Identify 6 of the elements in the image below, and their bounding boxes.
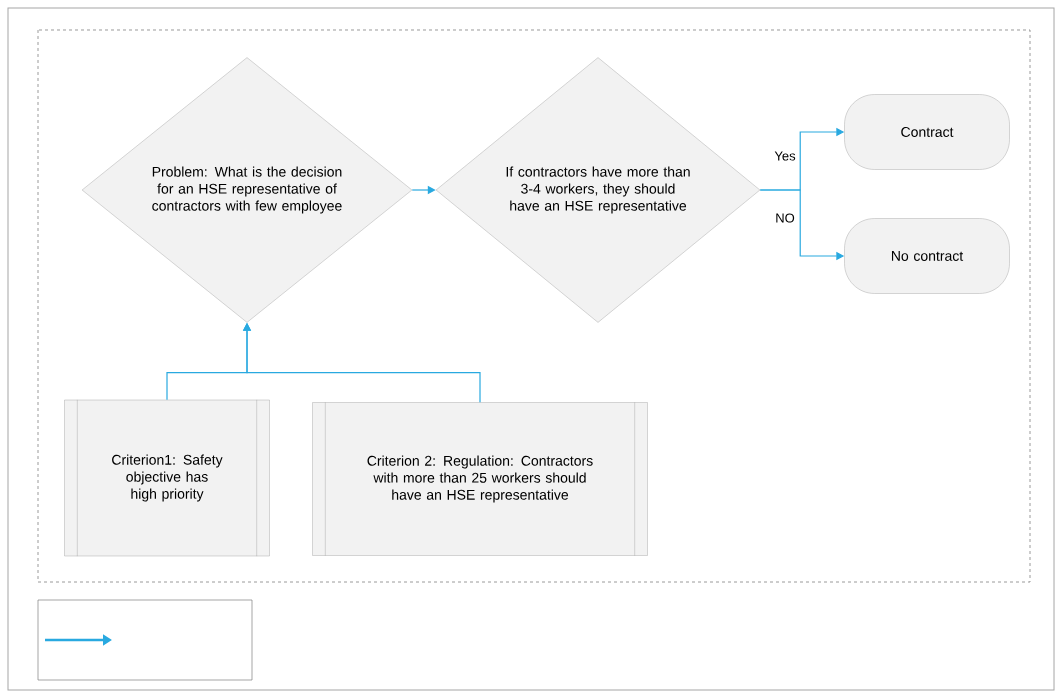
edge-label: Yes — [774, 151, 796, 161]
terminal-box: No contract — [844, 218, 1010, 294]
process-box: Criterion 2: Regulation: Contractors with more than 25 workers should have an HSE representative — [312, 402, 648, 556]
terminal-box: Contract — [844, 94, 1010, 170]
process-box: Criterion1: Safety objective has high priority — [64, 399, 270, 557]
edge-label: NO — [776, 213, 795, 223]
